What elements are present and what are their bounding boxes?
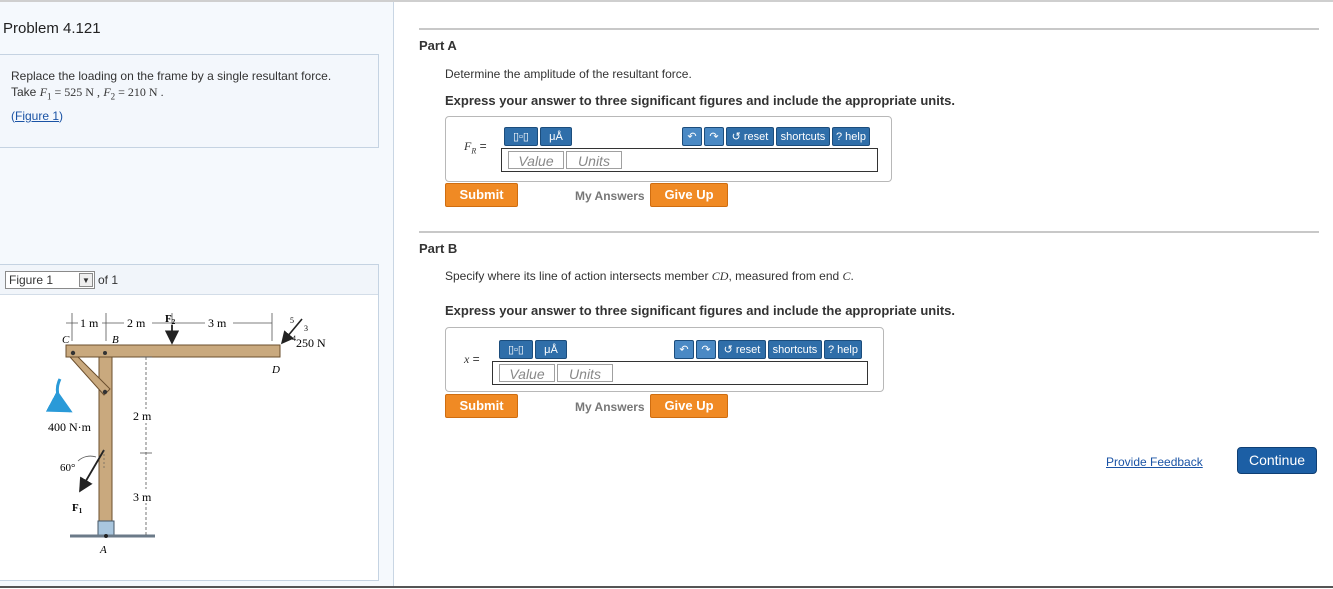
part-a-title: Part A: [419, 38, 457, 53]
redo-icon[interactable]: ↷: [696, 340, 716, 359]
part-b-submit-button[interactable]: Submit: [445, 394, 518, 418]
dim-3m-side: 3 m: [133, 490, 152, 504]
dim-3m-top: 3 m: [208, 316, 227, 330]
figure-panel: Figure 1 ▼ of 1: [0, 264, 379, 581]
label-b: B: [112, 334, 119, 346]
dim-1m: 1 m: [80, 316, 99, 330]
label-c: C: [62, 334, 70, 346]
templates-button[interactable]: ▯▫▯: [499, 340, 533, 359]
part-a-units-input[interactable]: Units: [566, 151, 622, 169]
angle-arc: [77, 455, 97, 462]
part-a-answer-field[interactable]: Value Units: [501, 148, 878, 172]
reset-button[interactable]: ↺ reset: [726, 127, 774, 146]
dim-bg: [205, 315, 233, 329]
part-a-express: Express your answer to three significant…: [445, 93, 955, 108]
redo-icon[interactable]: ↷: [704, 127, 724, 146]
undo-icon[interactable]: ↶: [674, 340, 694, 359]
label-a: A: [99, 544, 107, 556]
base-support: [97, 520, 115, 536]
part-b-my-answers[interactable]: My Answers: [575, 400, 645, 414]
part-b-express: Express your answer to three significant…: [445, 303, 955, 318]
provide-feedback-link[interactable]: Provide Feedback: [1106, 455, 1203, 469]
shortcuts-button[interactable]: shortcuts: [768, 340, 822, 359]
pin-a: [104, 534, 108, 538]
slope-5: 5: [290, 316, 294, 325]
figure-link[interactable]: Figure 1: [15, 109, 60, 123]
undo-icon[interactable]: ↶: [682, 127, 702, 146]
force-250-arrow: [280, 318, 303, 345]
templates-button[interactable]: ▯▫▯: [504, 127, 538, 146]
help-button[interactable]: ? help: [824, 340, 862, 359]
figure-count: of 1: [98, 273, 119, 287]
member-cd: [65, 344, 281, 358]
part-b-title: Part B: [419, 241, 458, 256]
part-a-toolbar-right: ↶ ↷ ↺ reset shortcuts ? help: [682, 127, 870, 146]
pin-c: [70, 350, 76, 356]
help-button[interactable]: ? help: [832, 127, 870, 146]
symbols-button[interactable]: μÅ: [535, 340, 567, 359]
label-d: D: [271, 364, 280, 376]
part-b-toolbar-left: ▯▫▯ μÅ: [499, 340, 567, 359]
part-b-instruction: Specify where its line of action interse…: [445, 269, 854, 283]
part-a-submit-button[interactable]: Submit: [445, 183, 518, 207]
dim-bg: [78, 315, 102, 329]
moment-arrow: [45, 378, 73, 413]
symbols-button[interactable]: μÅ: [540, 127, 572, 146]
figure-link-wrapper: (Figure 1): [11, 109, 64, 123]
problem-statement-box: Replace the loading on the frame by a si…: [0, 54, 379, 148]
part-a-label: FR =: [464, 139, 487, 156]
dim-2m-side: 2 m: [133, 409, 152, 423]
chevron-down-icon: ▼: [79, 273, 93, 287]
part-a-toolbar-left: ▯▫▯ μÅ: [504, 127, 572, 146]
answer-panel: Part A Determine the amplitude of the re…: [394, 2, 1333, 586]
shortcuts-button[interactable]: shortcuts: [776, 127, 830, 146]
part-b-answer-field[interactable]: Value Units: [492, 361, 868, 385]
figure-header: Figure 1 ▼ of 1: [0, 265, 378, 295]
part-a-value-input[interactable]: Value: [508, 151, 564, 169]
part-b-toolbar-right: ↶ ↷ ↺ reset shortcuts ? help: [674, 340, 862, 359]
dim-bg: [132, 489, 156, 503]
frame-diagram: 1 m 2 m 3 m F2 250 N 5 3 4 C B D A 2 m 3: [45, 313, 326, 556]
brace: [68, 356, 111, 396]
part-b-answer-box: x = ▯▫▯ μÅ ↶ ↷ ↺ reset shortcuts ? help …: [445, 327, 884, 392]
part-b-units-input[interactable]: Units: [557, 364, 613, 382]
dim-bg: [124, 315, 152, 329]
dim-bg: [132, 409, 156, 423]
problem-statement: Replace the loading on the frame by a si…: [11, 69, 332, 83]
pin-brace: [102, 389, 108, 395]
part-b-value-input[interactable]: Value: [499, 364, 555, 382]
part-b-give-up-button[interactable]: Give Up: [650, 394, 728, 418]
top-border: [0, 0, 1333, 2]
part-a-instruction: Determine the amplitude of the resultant…: [445, 67, 692, 81]
slope-4: 4: [292, 334, 296, 343]
label-moment: 400 N·m: [48, 420, 92, 434]
bottom-border: [0, 586, 1333, 588]
pin-b: [103, 351, 107, 355]
label-f1: F1: [72, 502, 83, 515]
label-f2: F2: [165, 313, 176, 326]
divider: [419, 231, 1319, 233]
label-angle: 60°: [60, 462, 75, 474]
figure-select[interactable]: Figure 1 ▼: [5, 271, 95, 289]
problem-givens: Take F1 = 525 N , F2 = 210 N .: [11, 85, 164, 102]
problem-title: Problem 4.121: [3, 20, 101, 37]
part-a-answer-box: FR = ▯▫▯ μÅ ↶ ↷ ↺ reset shortcuts ? help…: [445, 116, 892, 182]
force-f1-arrow: [79, 449, 105, 493]
part-a-my-answers[interactable]: My Answers: [575, 189, 645, 203]
label-250n: 250 N: [296, 336, 326, 350]
divider: [419, 28, 1319, 30]
part-a-give-up-button[interactable]: Give Up: [650, 183, 728, 207]
part-b-label: x =: [464, 352, 480, 366]
problem-panel: Problem 4.121 Replace the loading on the…: [0, 2, 394, 586]
continue-button[interactable]: Continue: [1237, 447, 1317, 474]
dim-2m-top: 2 m: [127, 316, 146, 330]
slope-3: 3: [304, 324, 308, 333]
reset-button[interactable]: ↺ reset: [718, 340, 766, 359]
